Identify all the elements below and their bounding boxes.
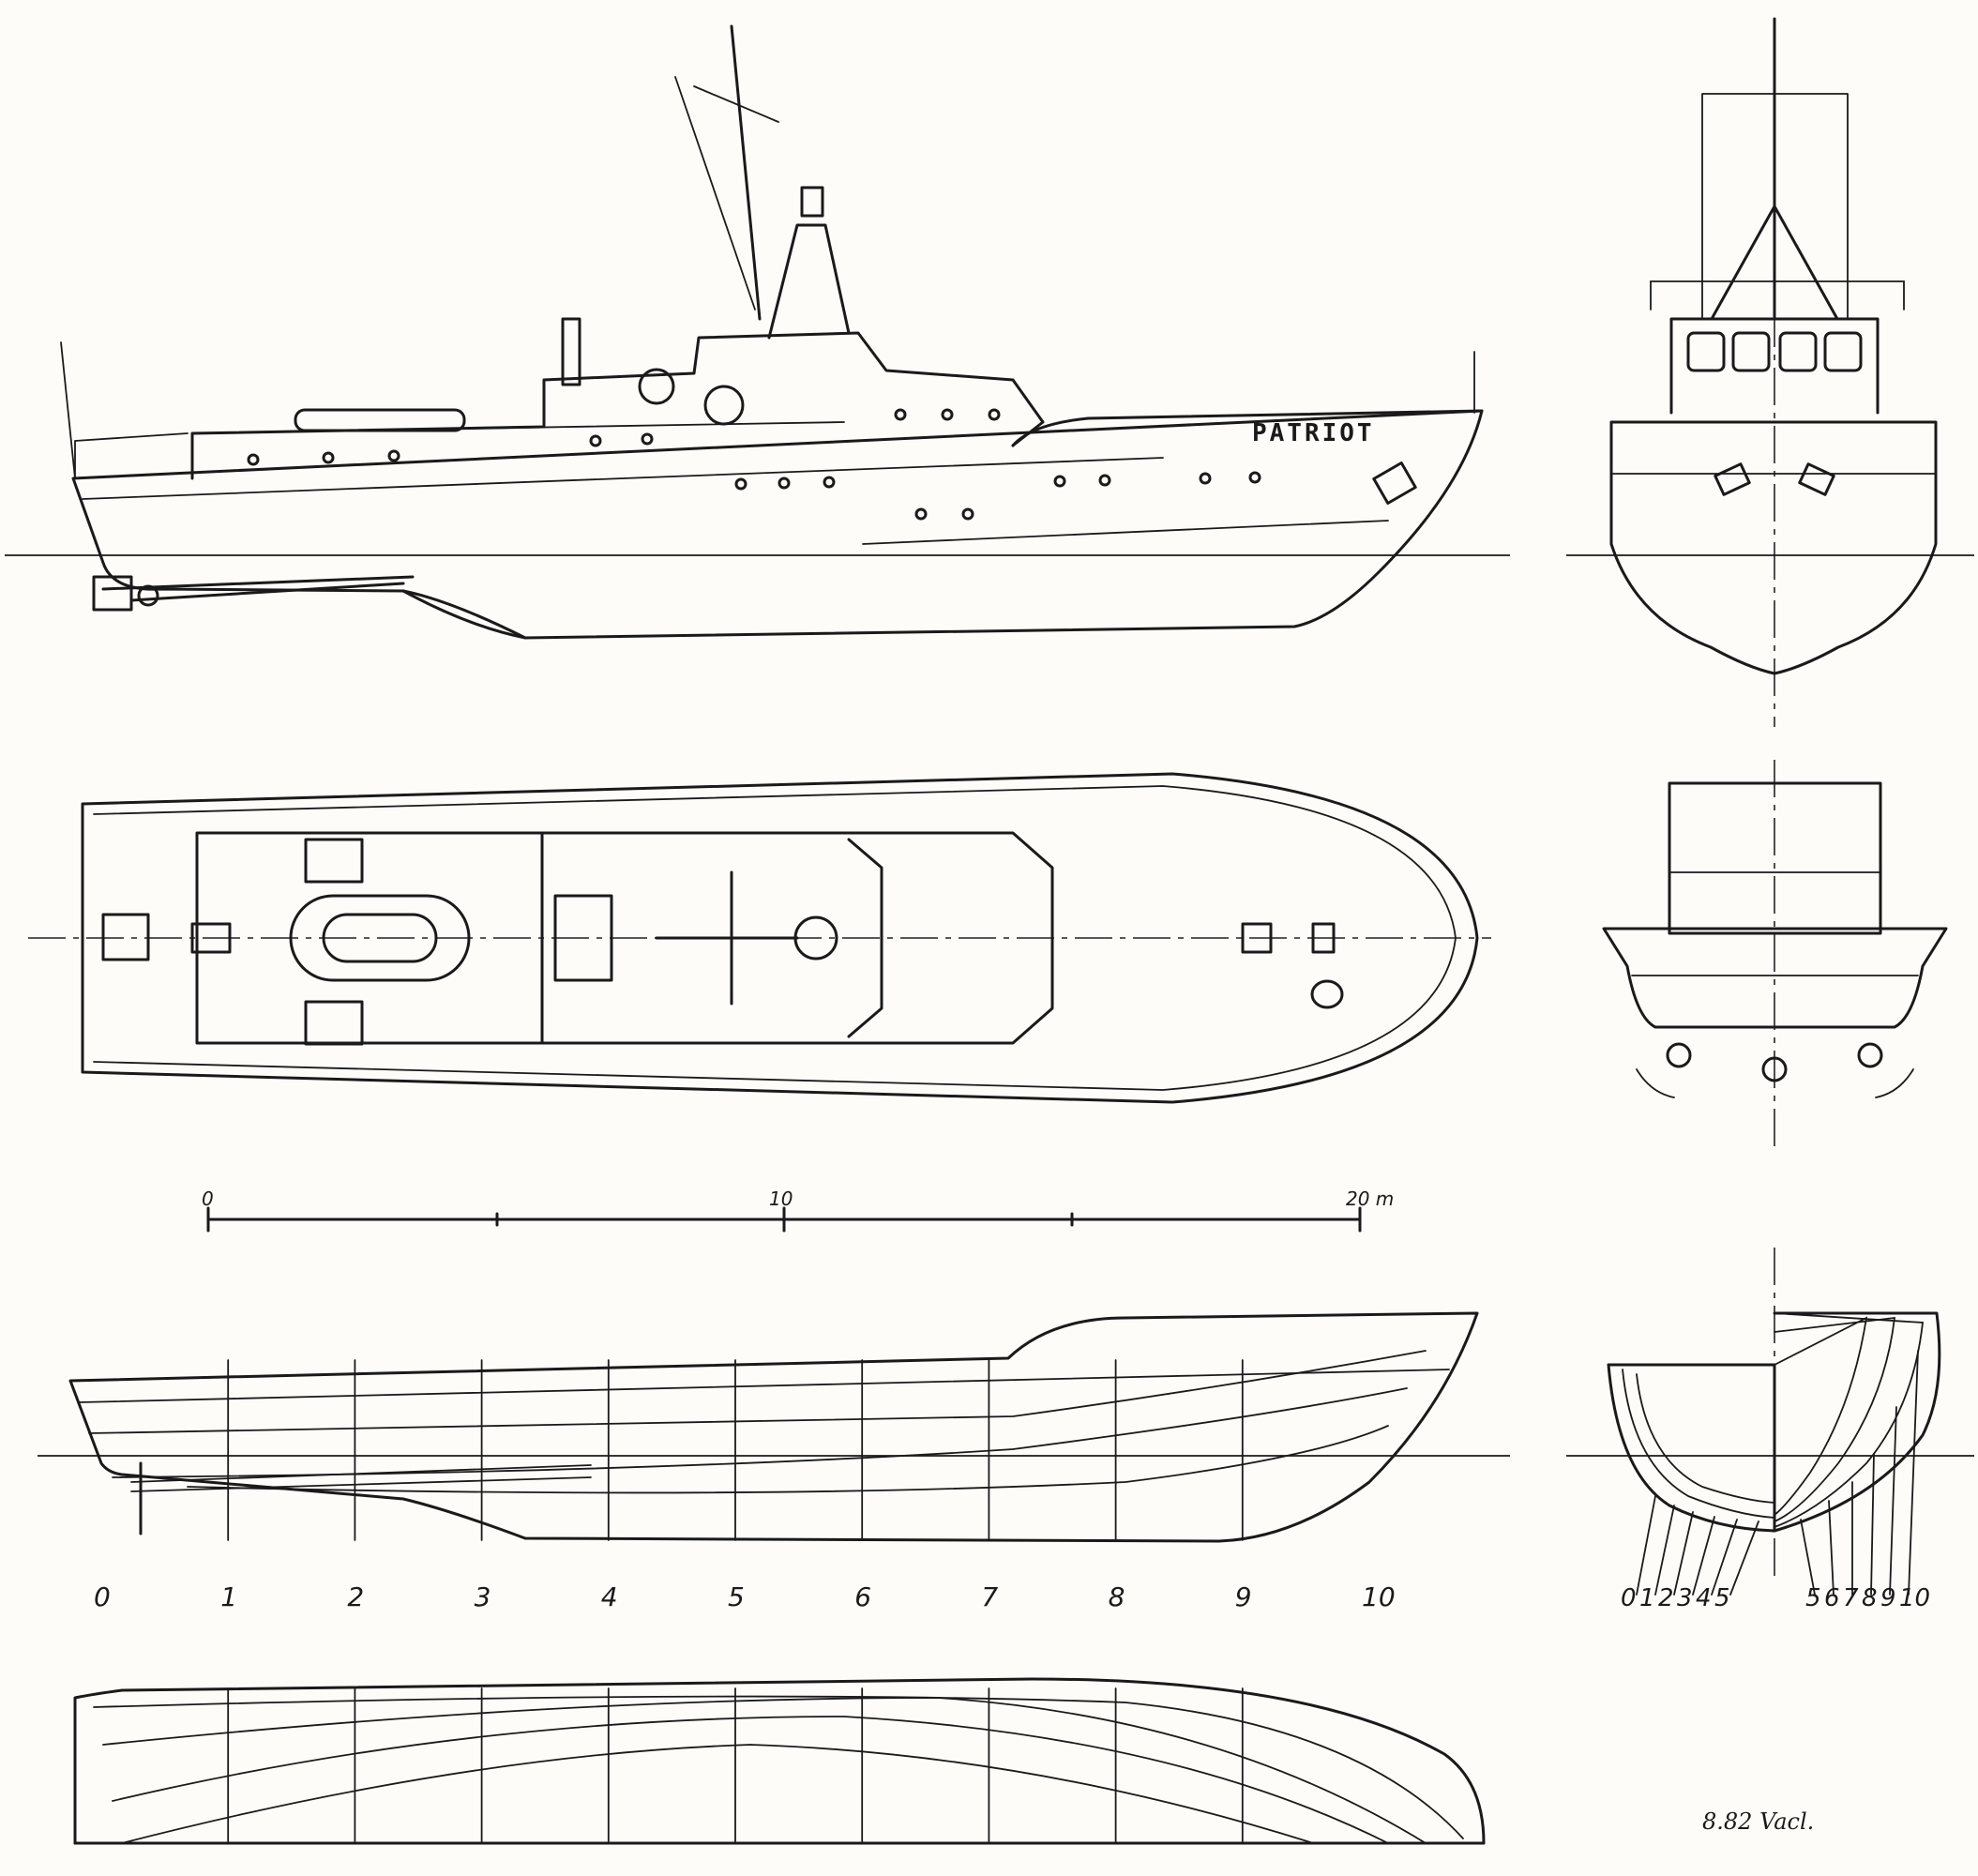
scale-label-0: 0	[202, 1188, 214, 1210]
bow-view	[1566, 17, 1974, 727]
station-label: 6	[854, 1581, 871, 1612]
side-elevation-view: PATRIOT	[5, 24, 1510, 640]
hatch-1	[304, 838, 364, 884]
signature: 8.82 Vacl.	[1702, 1808, 1814, 1835]
body-plan-fwd-label: 8	[1862, 1584, 1878, 1612]
boat-cradle	[289, 894, 471, 982]
mast-yard	[693, 85, 779, 123]
hull-side-outline	[71, 409, 1484, 640]
station-label: 4	[601, 1581, 618, 1612]
half-breadth-plan	[73, 1677, 1486, 1845]
life-ring	[638, 368, 675, 405]
stern-propellers	[1636, 1042, 1914, 1098]
half-breadth-stations	[227, 1687, 1244, 1844]
body-plan-aft-label: 1	[1639, 1584, 1655, 1612]
bridge-wing-rail	[1650, 280, 1905, 310]
compass	[793, 915, 838, 961]
sheer-plan: 0 1 2 3 4 5 6 7 8 9 10	[38, 1311, 1510, 1612]
bow-hull-section	[1609, 420, 1938, 675]
station-label: 3	[475, 1581, 491, 1612]
shaft-and-rudder	[130, 1461, 592, 1536]
scale-label-10: 10	[769, 1188, 793, 1210]
anchor-hawse	[1372, 461, 1417, 505]
deck-outline	[81, 772, 1479, 1104]
mast	[730, 24, 762, 321]
capstan	[1311, 922, 1336, 954]
keel-skeg	[401, 589, 527, 640]
body-plan-aft-label: 4	[1696, 1584, 1712, 1612]
body-plan-leaders	[1636, 1350, 1919, 1596]
ships-boat	[294, 408, 466, 432]
stern-hatch	[101, 913, 150, 961]
bridge-window-1	[1686, 331, 1726, 372]
hatch-2	[304, 1000, 364, 1046]
body-plan-fwd-label: 6	[1824, 1584, 1840, 1612]
bridge-window-4	[1823, 331, 1863, 372]
body-plan-fwd-label: 9	[1880, 1584, 1896, 1612]
bridge-window-3	[1778, 331, 1818, 372]
deckhouse-outline	[190, 331, 1045, 480]
station-label: 0	[94, 1581, 111, 1612]
body-plan-aft-label: 2	[1658, 1584, 1674, 1612]
waterlines	[79, 1350, 1450, 1494]
body-plan-fwd-label: 5	[1805, 1584, 1821, 1612]
body-plan-aft-label: 0	[1621, 1584, 1637, 1612]
mast-stay	[674, 76, 756, 310]
anchor-starboard	[1798, 462, 1835, 496]
station-label: 1	[220, 1581, 237, 1612]
funnel	[561, 317, 581, 386]
body-plan-aft-label: 3	[1677, 1584, 1693, 1612]
stern-railing	[74, 432, 189, 479]
body-plan-fwd-label: 7	[1843, 1584, 1859, 1612]
forward-deckhouse-roof	[540, 831, 1054, 1045]
vent-block	[553, 894, 613, 982]
stern-view	[1602, 760, 1948, 1154]
half-breadth-waterlines	[93, 1695, 1464, 1844]
deck-inner-edge	[93, 785, 1457, 1091]
bridge-pyramid	[767, 223, 851, 340]
life-ring-2	[703, 385, 745, 426]
fwd-bollard	[1241, 922, 1273, 954]
station-label: 5	[728, 1581, 745, 1612]
boat-hatch	[322, 913, 438, 963]
body-plan-aft-label: 5	[1714, 1584, 1730, 1612]
scale-label-20m: 20 m	[1346, 1188, 1394, 1210]
aft-bollard	[190, 922, 232, 954]
deckhouse-rail	[191, 421, 845, 434]
station-labels: 0 1 2 3 4 5 6 7 8 9 10	[94, 1581, 1396, 1612]
radar-housing	[800, 186, 824, 218]
flag-staff	[60, 341, 76, 479]
station-label: 7	[981, 1581, 998, 1612]
bridge-window-2	[1731, 331, 1771, 372]
vessel-name: PATRIOT	[1252, 419, 1375, 447]
body-plan-aft-half	[1607, 1363, 1776, 1533]
half-breadth-outline	[73, 1677, 1486, 1845]
deck-plan-view	[28, 772, 1491, 1104]
transom	[1602, 927, 1948, 1029]
scale-bar: 0 10 20 m	[202, 1188, 1394, 1233]
anchor-hatch	[1310, 979, 1344, 1009]
sheer-outline	[68, 1311, 1479, 1543]
foredeck-sheer	[1011, 409, 1484, 447]
station-label: 8	[1109, 1581, 1125, 1612]
stern-deckhouse	[1668, 781, 1882, 935]
body-plan-fwd-label: 10	[1899, 1584, 1930, 1612]
chine-line	[862, 520, 1389, 545]
anchor-port	[1714, 462, 1751, 496]
station-label: 10	[1362, 1581, 1396, 1612]
station-label: 9	[1235, 1581, 1252, 1612]
bridge-windows	[847, 838, 883, 1038]
propeller-shaft	[92, 575, 415, 612]
portholes	[247, 408, 1261, 521]
rubbing-strake	[82, 457, 1164, 500]
station-label: 2	[347, 1581, 364, 1612]
